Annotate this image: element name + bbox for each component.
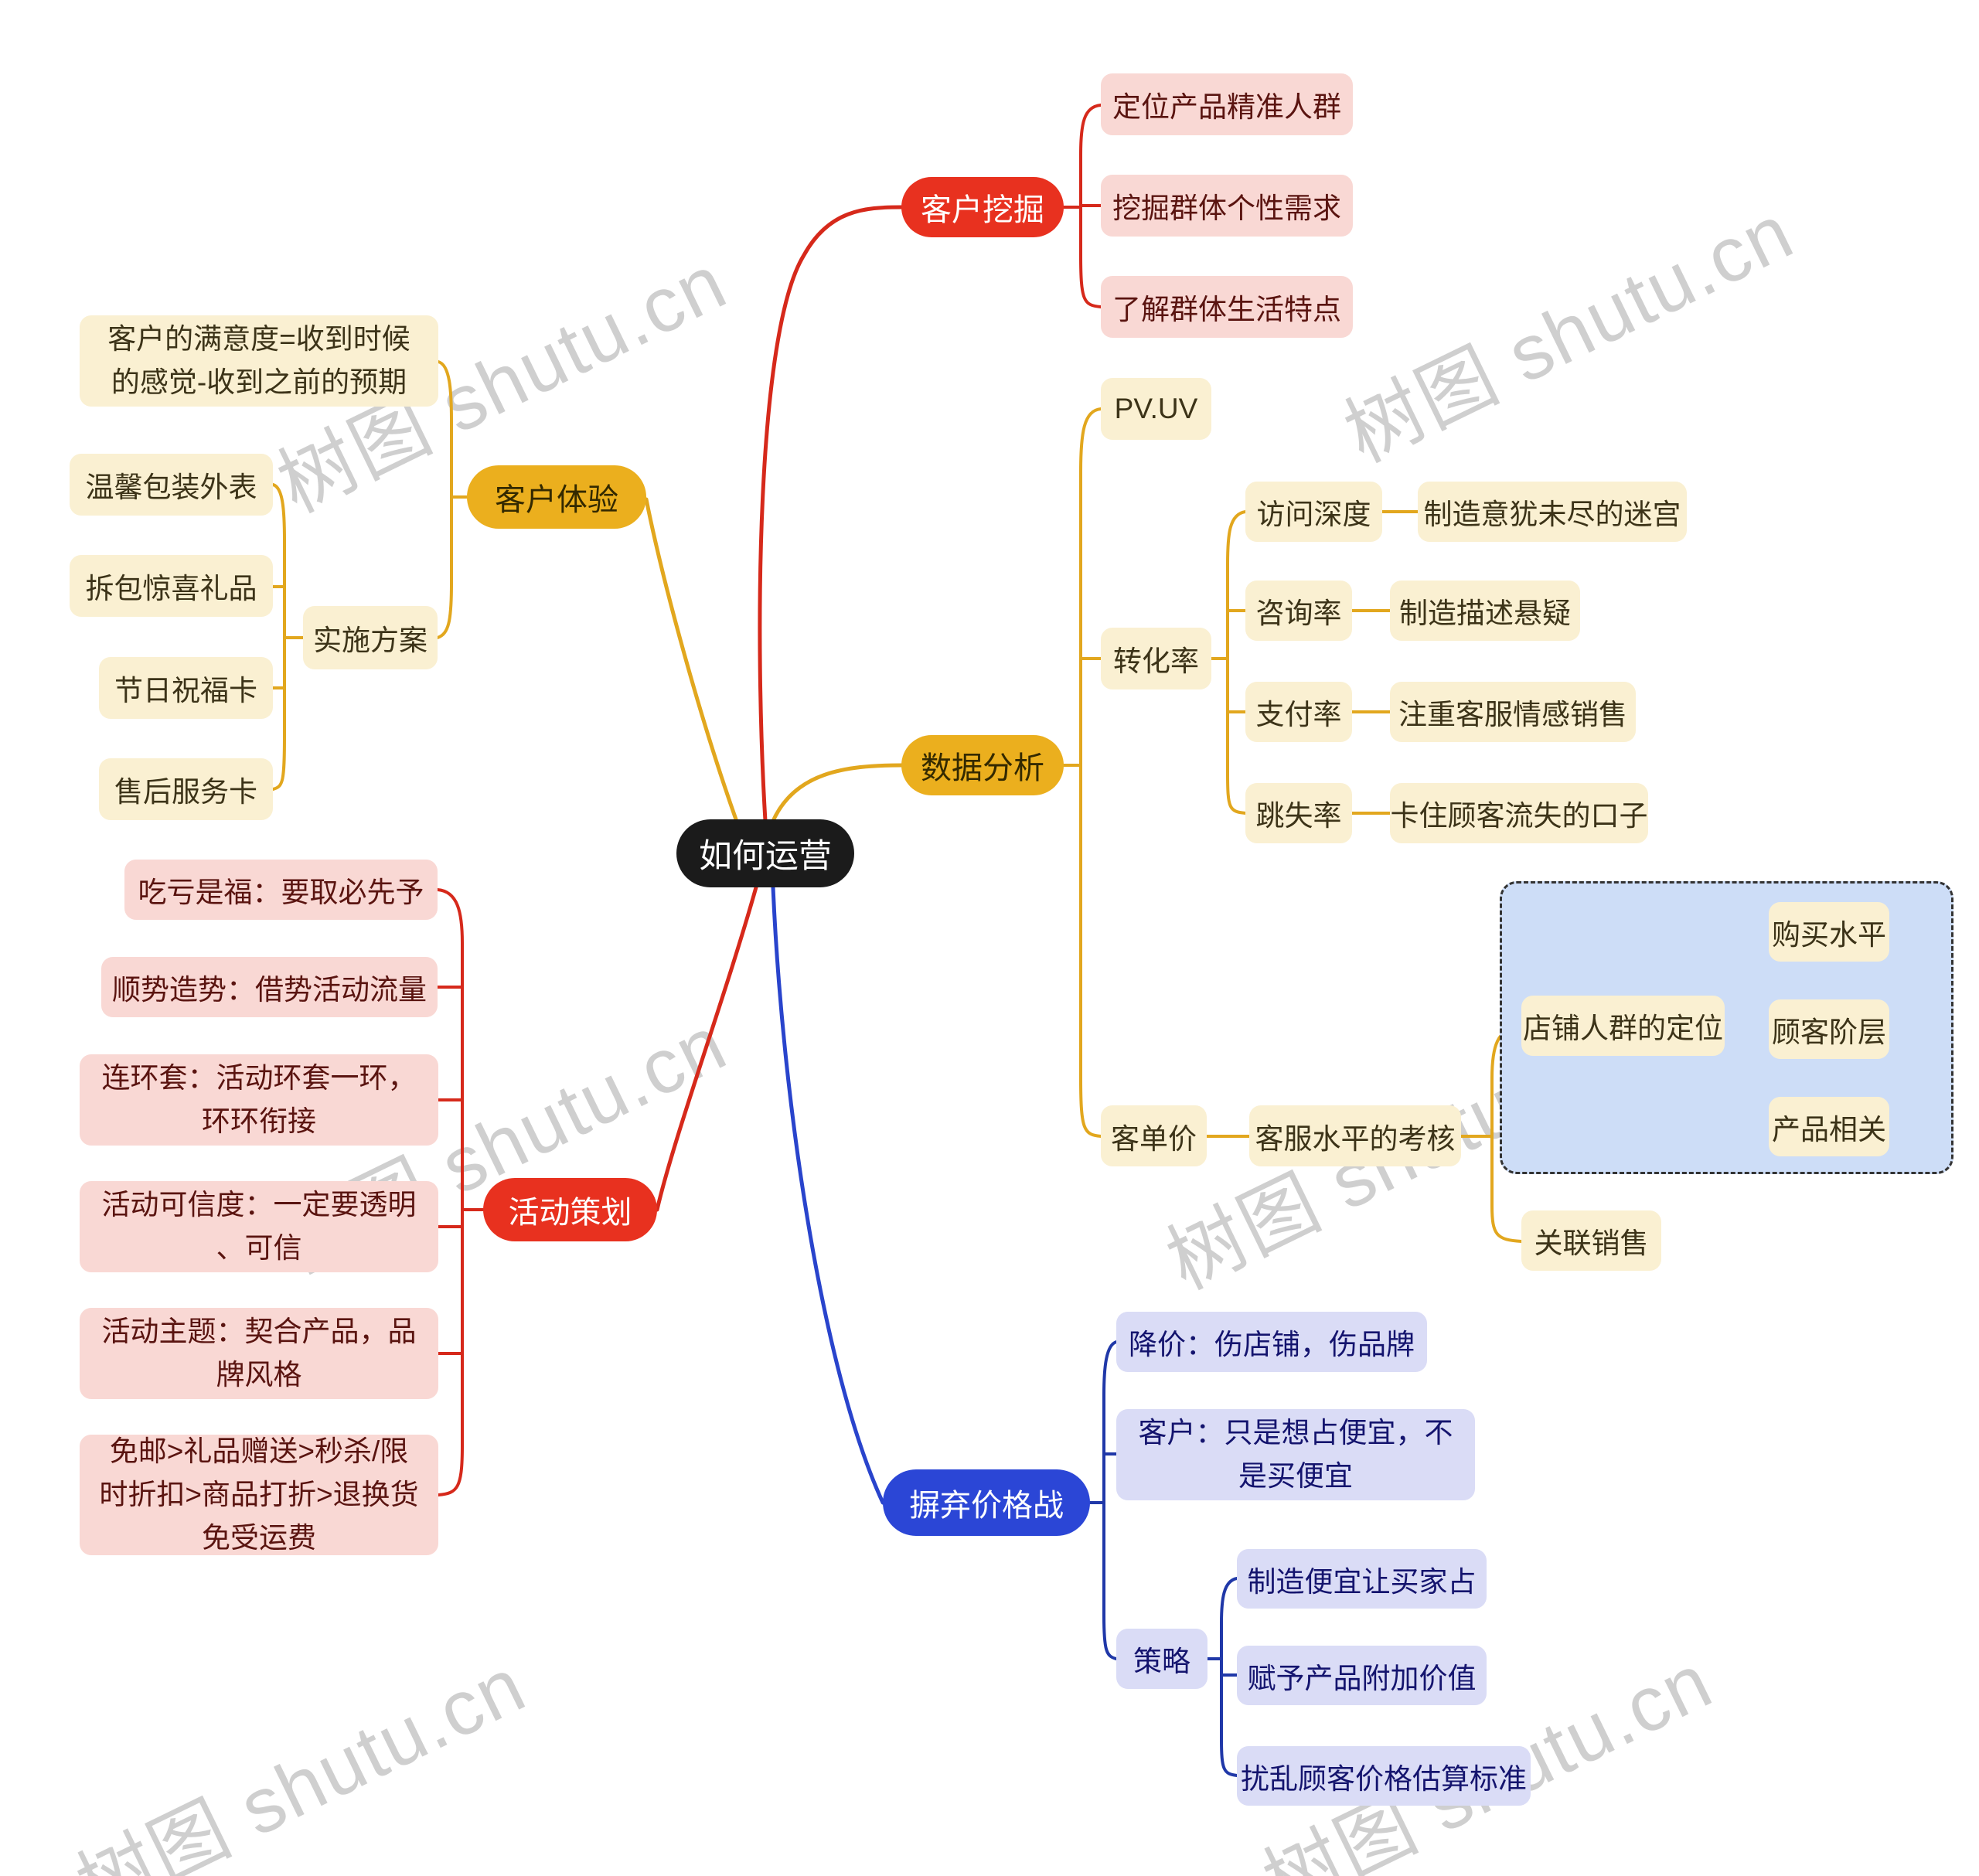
node-payment-rate[interactable]: 支付率: [1245, 682, 1352, 742]
connector-rail-price-war: [1102, 1340, 1118, 1660]
leaf-pv-uv[interactable]: PV.UV: [1101, 378, 1211, 440]
leaf-promotion-priority[interactable]: 免邮>礼品赠送>秒杀/限 时折扣>商品打折>退换货 免受运费: [80, 1435, 438, 1555]
branch-activity-planning[interactable]: 活动策划: [483, 1178, 657, 1241]
leaf-satisfaction-formula[interactable]: 客户的满意度=收到时候 的感觉-收到之前的预期: [80, 315, 438, 407]
connector-rail-activity-planning: [436, 888, 464, 1496]
branch-data-analysis[interactable]: 数据分析: [901, 735, 1064, 795]
leaf-activity-credibility[interactable]: 活动可信度：一定要透明 、可信: [80, 1181, 438, 1272]
node-inquiry-rate[interactable]: 咨询率: [1245, 581, 1352, 641]
leaf-emotional-selling[interactable]: 注重客服情感销售: [1390, 682, 1636, 742]
leaf-aftersale-card[interactable]: 售后服务卡: [99, 758, 273, 820]
connector-rail-plan: [271, 483, 286, 791]
connector-center-price-war: [771, 885, 885, 1505]
leaf-ride-the-trend[interactable]: 顺势造势：借势活动流量: [101, 957, 438, 1017]
connector-center-activity-planning: [655, 885, 758, 1212]
branch-abandon-price-war[interactable]: 摒弃价格战: [883, 1469, 1090, 1536]
leaf-product-related[interactable]: 产品相关: [1769, 1097, 1889, 1156]
node-bounce-rate[interactable]: 跳失率: [1245, 783, 1352, 843]
leaf-maze-design[interactable]: 制造意犹未尽的迷宫: [1418, 482, 1687, 542]
leaf-customer-bargain-mind[interactable]: 客户：只是想占便宜，不 是买便宜: [1116, 1409, 1475, 1500]
root-node[interactable]: 如何运营: [676, 819, 854, 887]
node-implementation-plan[interactable]: 实施方案: [303, 606, 438, 669]
node-store-audience-positioning[interactable]: 店铺人群的定位: [1521, 996, 1725, 1056]
leaf-price-cut-harm[interactable]: 降价：伤店铺，伤品牌: [1116, 1312, 1427, 1372]
connector-center-data-analysis: [771, 763, 904, 823]
leaf-activity-theme[interactable]: 活动主题：契合产品，品 牌风格: [80, 1308, 438, 1399]
leaf-stop-customer-loss[interactable]: 卡住顾客流失的口子: [1390, 783, 1648, 843]
branch-customer-experience[interactable]: 客户体验: [467, 465, 646, 529]
node-conversion-rate[interactable]: 转化率: [1101, 628, 1211, 689]
node-visit-depth[interactable]: 访问深度: [1245, 482, 1382, 542]
leaf-holiday-card[interactable]: 节日祝福卡: [99, 657, 273, 719]
leaf-group-lifestyle[interactable]: 了解群体生活特点: [1101, 276, 1353, 338]
leaf-surprise-gift[interactable]: 拆包惊喜礼品: [70, 555, 273, 617]
leaf-disturb-price-estimation[interactable]: 扰乱顾客价格估算标准: [1237, 1746, 1531, 1806]
leaf-related-sales[interactable]: 关联销售: [1521, 1210, 1661, 1271]
branch-customer-mining[interactable]: 客户挖掘: [901, 177, 1064, 237]
connector-rail-data-analysis: [1079, 407, 1102, 1138]
connector-rail-customer-experience: [436, 360, 453, 639]
leaf-let-buyers-feel-bargain[interactable]: 制造便宜让买家占: [1237, 1549, 1487, 1609]
leaf-warm-packaging[interactable]: 温馨包装外表: [70, 454, 273, 516]
connector-rail-strategy: [1220, 1577, 1238, 1777]
connector-center-customer-experience: [644, 497, 738, 822]
connector-rail-conversion: [1226, 510, 1247, 815]
leaf-added-value[interactable]: 赋予产品附加价值: [1237, 1646, 1487, 1705]
leaf-chained-activities[interactable]: 连环套：活动环套一环， 环环衔接: [80, 1054, 438, 1146]
node-service-assessment[interactable]: 客服水平的考核: [1249, 1105, 1461, 1166]
leaf-customer-class[interactable]: 顾客阶层: [1769, 999, 1889, 1059]
leaf-description-suspense[interactable]: 制造描述悬疑: [1390, 581, 1580, 641]
leaf-give-first[interactable]: 吃亏是福：要取必先予: [124, 860, 438, 920]
connector-center-customer-mining: [758, 205, 904, 823]
leaf-locate-target-users[interactable]: 定位产品精准人群: [1101, 73, 1353, 135]
node-strategy[interactable]: 策略: [1116, 1629, 1207, 1689]
leaf-mine-group-needs[interactable]: 挖掘群体个性需求: [1101, 175, 1353, 237]
leaf-purchase-level[interactable]: 购买水平: [1769, 902, 1889, 962]
node-customer-unit-price[interactable]: 客单价: [1101, 1105, 1207, 1166]
